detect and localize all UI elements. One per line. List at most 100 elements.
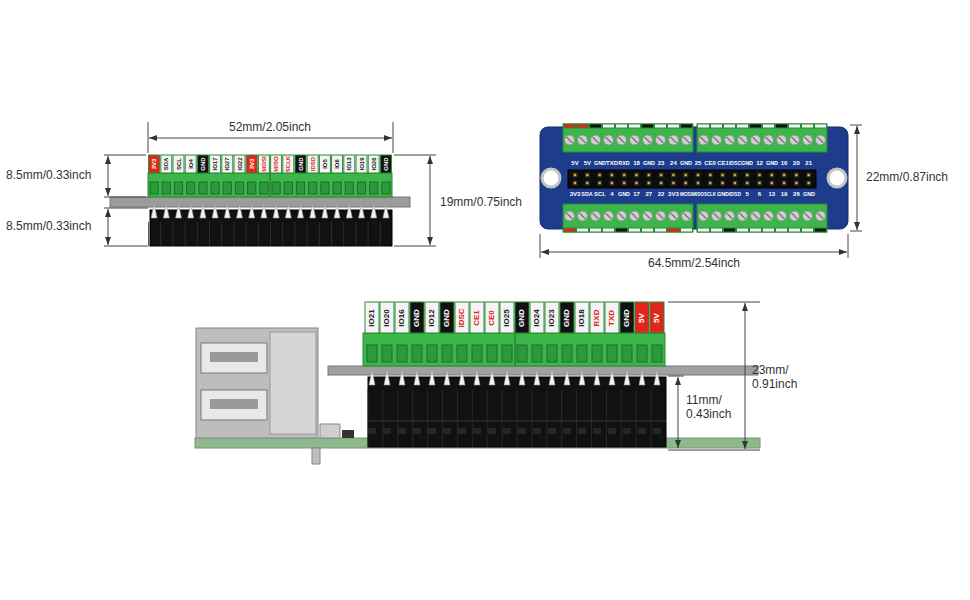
header-divider [412,390,413,447]
pin [574,174,576,176]
pin-header [368,377,666,447]
header-divider [368,222,369,246]
pin [808,174,810,176]
screw-slot [671,213,677,219]
screw-slot [645,137,651,143]
label-tile [332,155,343,173]
screw-head [630,211,640,221]
screw-head [617,211,627,221]
pin [660,182,662,184]
screw-head [777,211,787,221]
label-strip [642,228,654,232]
pin [648,182,650,184]
screw-slot [645,213,651,219]
pin-header [150,210,392,246]
pin-label: GND [442,309,451,327]
label-strip [815,124,827,128]
label-strip [776,124,788,128]
pin-tip [359,204,365,218]
label-tile [410,302,424,333]
screw-head [764,135,774,145]
pin [611,182,613,184]
pin [734,182,736,184]
label-strip [590,124,602,128]
header-divider [319,222,320,246]
pin-label: RXD [618,160,630,167]
pin-tip [371,204,377,218]
label-tile [185,155,196,173]
pin-label: 26 [793,191,800,198]
pin-tip [504,370,510,385]
pin-label: GND [643,160,655,167]
screw-head [712,135,722,145]
header-divider [457,390,458,447]
label-tile [470,302,484,333]
label-tile [246,155,257,173]
pin-tip [624,370,630,385]
label-strip [668,228,680,232]
header-divider [258,222,259,246]
pin-label: 21 [805,160,812,167]
label-tile [368,155,379,173]
extension-line [394,155,436,156]
label-tile [344,155,355,173]
pin-label: CE1 [472,310,481,326]
extension-line [148,122,149,153]
dimension-label: 8.5mm/0.33inch [6,169,91,183]
header-divider [442,390,443,447]
pin-tip [474,370,480,385]
usb-tongue [210,399,258,409]
pin-label: MISO [273,156,280,171]
label-tile [307,155,318,173]
pin-label: IO16 [397,309,406,326]
wire-hole [333,182,341,194]
pin-tip [579,370,585,385]
pin-socket [720,173,725,178]
screw-slot [632,137,638,143]
pin-socket [671,181,676,186]
screw-head [751,211,761,221]
label-tile [515,302,529,333]
header-notch [458,428,466,434]
pin-socket [782,173,787,178]
label-tile [197,155,208,173]
wire-hole [370,182,378,194]
screw-slot [792,137,798,143]
header-notch [548,428,556,434]
board-component [342,430,354,438]
board-component [312,448,320,464]
label-strip [789,228,801,232]
wire-hole [442,345,452,362]
pin [795,182,797,184]
wire-hole [562,345,572,362]
header-divider [472,390,473,447]
wire-hole [397,345,407,362]
label-strip [724,228,736,232]
pin-socket [634,173,639,178]
terminal-block [563,204,693,232]
pin-tip [549,370,555,385]
label-strip [737,124,749,128]
pin-tip [346,204,352,218]
terminal-block [697,204,827,232]
pin-label: IO23 [547,309,556,326]
screw-slot [658,137,664,143]
pin-label: GND [517,309,526,327]
header-divider [160,222,161,246]
pin-label: 5V [637,313,646,323]
pin-label: CE1 [717,160,728,167]
wire-hole [272,182,280,194]
pin [746,174,748,176]
header-notch [623,428,631,434]
pin-tip [399,370,405,385]
pin-label: 5V [584,160,591,167]
pin-label: GND [594,160,606,167]
dimension-line [745,303,746,449]
wire-hole [517,345,527,362]
screw-slot [714,137,720,143]
pin-tip [285,204,291,218]
pin [758,174,760,176]
usb-port-body [270,332,316,434]
pin-label: IDSC [729,160,741,167]
screw-slot [684,213,690,219]
